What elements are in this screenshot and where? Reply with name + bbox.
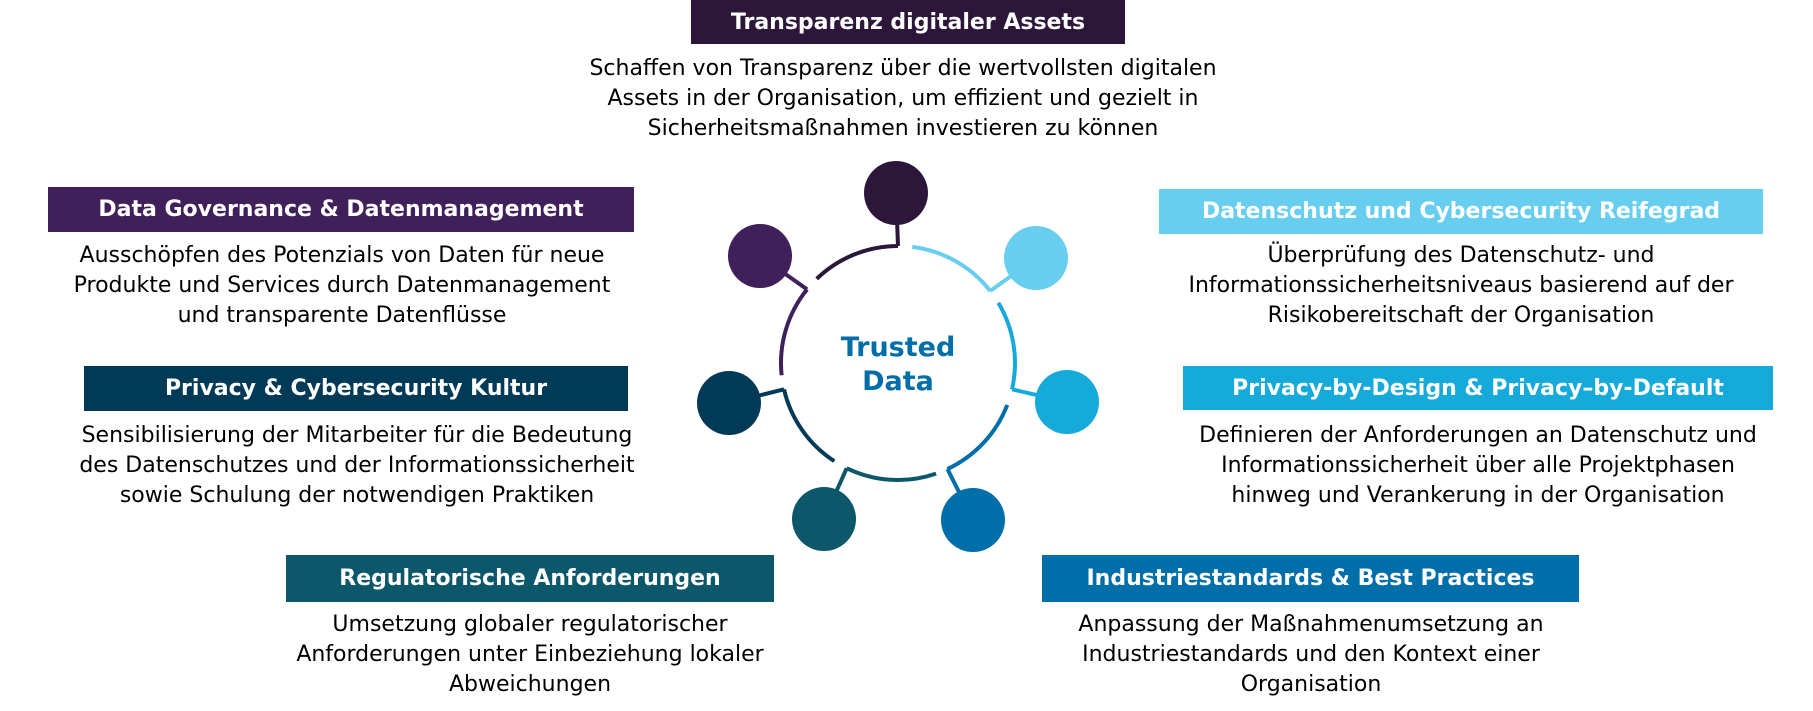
header-transparency: Transparenz digitaler Assets — [691, 0, 1125, 44]
header-governance: Data Governance & Datenmanagement — [48, 187, 634, 232]
node-circle-regulatory — [792, 487, 856, 551]
desc-line: Abweichungen — [448, 672, 612, 697]
header-pbd: Privacy-by-Design & Privacy–by-Default — [1183, 366, 1773, 410]
desc-line: Informationssicherheitsniveaus basierend… — [1188, 273, 1734, 298]
node-circle-governance — [728, 224, 792, 288]
header-regulatory: Regulatorische Anforderungen — [286, 555, 774, 602]
desc-line: Definieren der Anforderungen an Datensch… — [1199, 423, 1757, 448]
node-circle-standards — [941, 488, 1005, 552]
desc-line: Umsetzung globaler regulatorischer — [332, 612, 728, 637]
desc-maturity: Überprüfung des Datenschutz- und Informa… — [1111, 241, 1811, 331]
desc-standards: Anpassung der Maßnahmenumsetzung an Indu… — [961, 610, 1661, 700]
ring-arc-standards — [946, 404, 1010, 471]
header-standards: Industriestandards & Best Practices — [1042, 555, 1579, 602]
center-label-line2: Data — [862, 366, 934, 397]
center-label-line1: Trusted — [840, 332, 956, 363]
node-circle-culture — [697, 371, 761, 435]
ring-arc-culture — [782, 388, 836, 463]
desc-line: Sensibilisierung der Mitarbeiter für die… — [81, 423, 633, 448]
ring-arc-transparency — [815, 244, 899, 281]
desc-line: Risikobereitschaft der Organisation — [1267, 303, 1655, 328]
ring-arc-pbd — [996, 301, 1017, 390]
ring-arc-regulatory — [845, 466, 937, 482]
ring-arc-governance — [779, 288, 809, 376]
desc-line: Produkte und Services durch Datenmanagem… — [73, 273, 611, 298]
desc-line: und transparente Datenflüsse — [177, 303, 507, 328]
desc-line: Assets in der Organisation, um effizient… — [607, 86, 1199, 111]
node-circle-maturity — [1004, 226, 1068, 290]
center-label: Trusted Data — [798, 331, 998, 399]
desc-line: sowie Schulung der notwendigen Praktiken — [119, 483, 595, 508]
desc-line: Industriestandards und den Kontext einer — [1082, 642, 1540, 667]
desc-line: des Datenschutzes und der Informationssi… — [79, 453, 635, 478]
node-circle-transparency — [864, 161, 928, 225]
desc-culture: Sensibilisierung der Mitarbeiter für die… — [7, 421, 707, 511]
desc-line: Überprüfung des Datenschutz- und — [1267, 243, 1655, 268]
desc-line: Schaffen von Transparenz über die wertvo… — [589, 56, 1217, 81]
desc-line: Organisation — [1240, 672, 1382, 697]
desc-pbd: Definieren der Anforderungen an Datensch… — [1128, 421, 1813, 511]
desc-line: hinweg und Verankerung in der Organisati… — [1231, 483, 1725, 508]
desc-transparency: Schaffen von Transparenz über die wertvo… — [553, 54, 1253, 144]
ring-arc-maturity — [912, 244, 992, 293]
header-culture: Privacy & Cybersecurity Kultur — [84, 366, 628, 411]
desc-governance: Ausschöpfen des Potenzials von Daten für… — [0, 241, 692, 331]
desc-line: Sicherheitsmaßnahmen investieren zu könn… — [647, 116, 1159, 141]
desc-line: Informationssicherheit über alle Projekt… — [1221, 453, 1735, 478]
desc-line: Anpassung der Maßnahmenumsetzung an — [1078, 612, 1544, 637]
desc-line: Ausschöpfen des Potenzials von Daten für… — [79, 243, 605, 268]
desc-regulatory: Umsetzung globaler regulatorischer Anfor… — [180, 610, 880, 700]
desc-line: Anforderungen unter Einbeziehung lokaler — [296, 642, 764, 667]
node-circle-pbd — [1035, 370, 1099, 434]
header-maturity: Datenschutz und Cybersecurity Reifegrad — [1159, 189, 1763, 234]
